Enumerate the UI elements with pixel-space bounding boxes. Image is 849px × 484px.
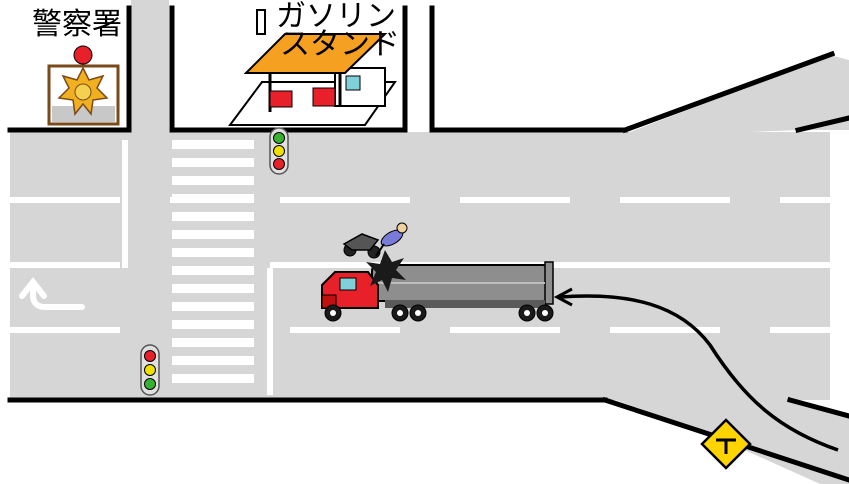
- traffic-light-icon: [140, 344, 160, 396]
- side-road-warning-sign-icon: [700, 418, 752, 470]
- police-badge-icon: [47, 45, 120, 126]
- side-road-left: [131, 0, 169, 134]
- gas-station-label-line1: ガソリン: [276, 0, 396, 34]
- gas-station-icon: [228, 9, 397, 126]
- road-network: [7, 0, 849, 484]
- tanker-truck-icon: [321, 261, 554, 322]
- branch-road-upper: [625, 55, 849, 134]
- crosswalk: [172, 140, 254, 383]
- collision-star-icon: [366, 250, 406, 292]
- motorcycle-icon: [342, 233, 381, 259]
- gas-station-label-line2: スタンド: [280, 27, 400, 62]
- police-station-label: 警察署: [32, 7, 122, 42]
- motorcycle-path-arrow-icon: [559, 294, 839, 452]
- fallen-rider-icon: [375, 222, 408, 257]
- left-turn-arrow-icon: [19, 277, 85, 310]
- traffic-light-icon: [269, 127, 289, 175]
